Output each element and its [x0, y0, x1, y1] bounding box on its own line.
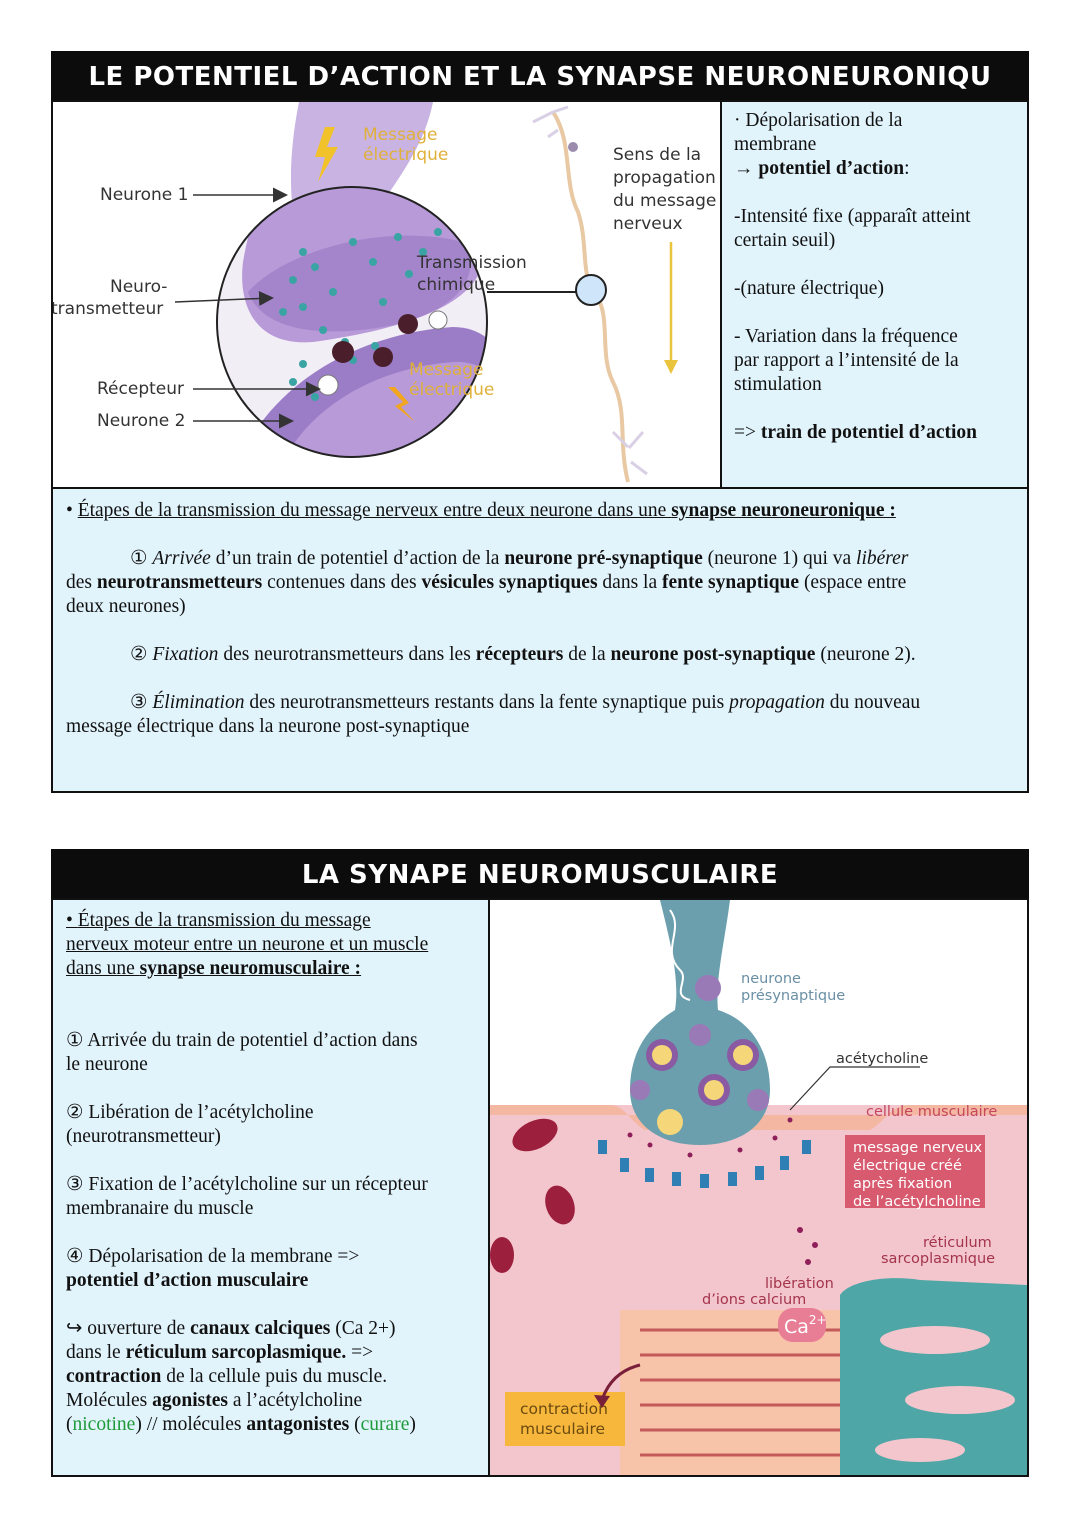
neurotransmetteur-label: Neuro-transmetteur — [53, 277, 167, 319]
neuroneuronic-steps-panel: • Étapes de la transmission du message n… — [51, 487, 1029, 793]
cellule-musculaire-label: cellule musculaire — [866, 1104, 997, 1120]
sarcoplasmic-reticulum — [840, 1278, 1027, 1475]
myofibril — [620, 1310, 860, 1475]
step-2: ② Fixation des neurotransmetteurs dans l… — [130, 644, 916, 665]
recepteur-label: Récepteur — [97, 379, 184, 399]
neuron-chain-illustration — [532, 105, 648, 483]
neuromuscular-steps-panel: • Étapes de la transmission du message n… — [51, 898, 490, 1477]
synaptic-vesicles — [630, 1024, 769, 1135]
message-box — [845, 1135, 985, 1208]
presynaptic-neuron — [630, 900, 770, 1145]
acetylcholine-receptors — [598, 1140, 811, 1188]
steps-heading: • Étapes de la transmission du message n… — [66, 500, 896, 521]
section1-title: LE POTENTIEL D’ACTION ET LA SYNAPSE NEUR… — [51, 51, 1029, 101]
zoom-circle — [216, 186, 488, 458]
receptors — [317, 310, 448, 396]
action-potential-notes: · Dépolarisation de la membrane → potent… — [720, 100, 1029, 489]
message-nerveux-label: message nerveux électrique créé après fi… — [853, 1140, 987, 1210]
lightning-icon-bottom — [388, 387, 415, 422]
nm-heading: • Étapes de la transmission du message — [66, 910, 371, 931]
step-1: ① Arrivée d’un train de potentiel d’acti… — [130, 548, 909, 569]
sens-propagation-label: Sens de la propagation du message nerveu… — [613, 145, 720, 234]
section2-title: LA SYNAPE NEUROMUSCULAIRE — [51, 849, 1029, 899]
calcium-badge — [778, 1308, 826, 1342]
lightning-icon-top — [315, 127, 338, 182]
neurone2-label: Neurone 2 — [97, 411, 185, 431]
neurone1-label: Neurone 1 — [100, 185, 188, 205]
zoom-origin-circle — [575, 274, 607, 306]
calcium-ion-label: Ca2+ — [784, 1313, 827, 1338]
acetylcholine-label: acétycholine — [836, 1051, 928, 1067]
mitochondria — [490, 1118, 575, 1273]
step-3: ③ Élimination des neurotransmetteurs res… — [130, 692, 921, 713]
